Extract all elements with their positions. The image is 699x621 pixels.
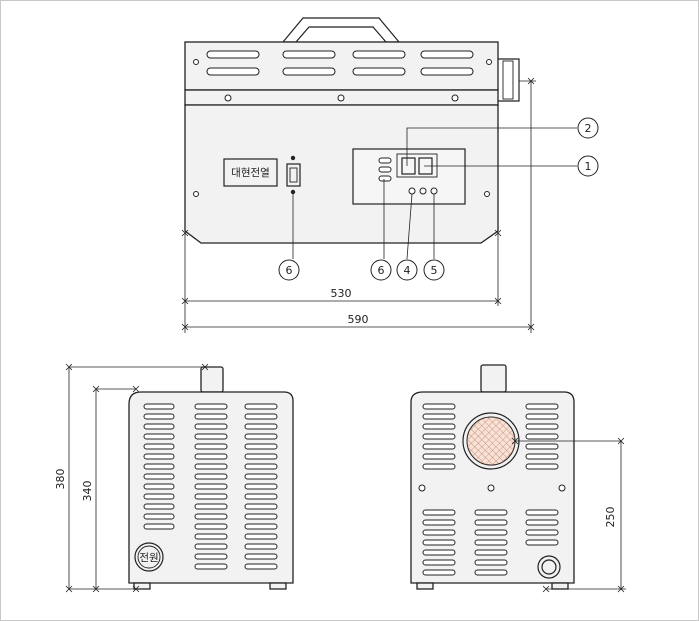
power-switch [286, 163, 301, 187]
brand-label-box [223, 158, 278, 187]
connector-bracket [502, 60, 514, 100]
rear-top-nozzle [480, 364, 507, 393]
rear-upper-vents [422, 403, 559, 470]
carry-handle [281, 17, 401, 43]
dim-530-label: 530 [331, 287, 352, 300]
svg-text:4: 4 [404, 264, 411, 277]
side-top-nozzle [200, 366, 224, 393]
dim-250-label: 250 [604, 507, 617, 528]
callout-6-panel: 6 [370, 259, 392, 281]
control-buttons [408, 187, 438, 195]
callout-2: 2 [577, 117, 599, 139]
leader-lines [292, 127, 577, 260]
screws-rear [418, 484, 566, 492]
display-window [396, 153, 438, 178]
screws-front [193, 59, 492, 197]
top-vent-slots [206, 50, 474, 76]
control-panel [352, 148, 466, 205]
dim-340-label: 340 [81, 481, 94, 502]
front-view: 대현전열 [181, 17, 599, 333]
drain-fitting [537, 555, 561, 579]
callout-6-switch: 6 [278, 259, 300, 281]
power-label: 전원 [139, 552, 158, 564]
side-view: 전원 380 340 [54, 363, 294, 593]
dim-590-label: 590 [348, 313, 369, 326]
callout-4: 4 [396, 259, 418, 281]
side-dimensions [65, 363, 209, 593]
svg-text:6: 6 [378, 264, 385, 277]
callout-1: 1 [577, 155, 599, 177]
dim-380-label: 380 [54, 469, 67, 490]
rear-lower-vents [422, 509, 559, 576]
indicator-lamps [378, 157, 392, 182]
svg-text:5: 5 [431, 264, 438, 277]
brand-label: 대현전열 [231, 167, 270, 179]
side-connector [498, 58, 520, 102]
top-vent-band [184, 41, 499, 91]
front-dimensions [181, 77, 536, 333]
svg-text:6: 6 [286, 264, 293, 277]
svg-text:2: 2 [585, 122, 592, 135]
front-main-body [184, 104, 499, 244]
rear-dimensions [511, 437, 626, 593]
rear-view: 250 [410, 364, 626, 593]
side-vent-slots [143, 403, 278, 570]
display-digit-left [401, 157, 416, 175]
callout-5: 5 [423, 259, 445, 281]
svg-text:1: 1 [585, 160, 592, 173]
power-button [134, 542, 164, 572]
